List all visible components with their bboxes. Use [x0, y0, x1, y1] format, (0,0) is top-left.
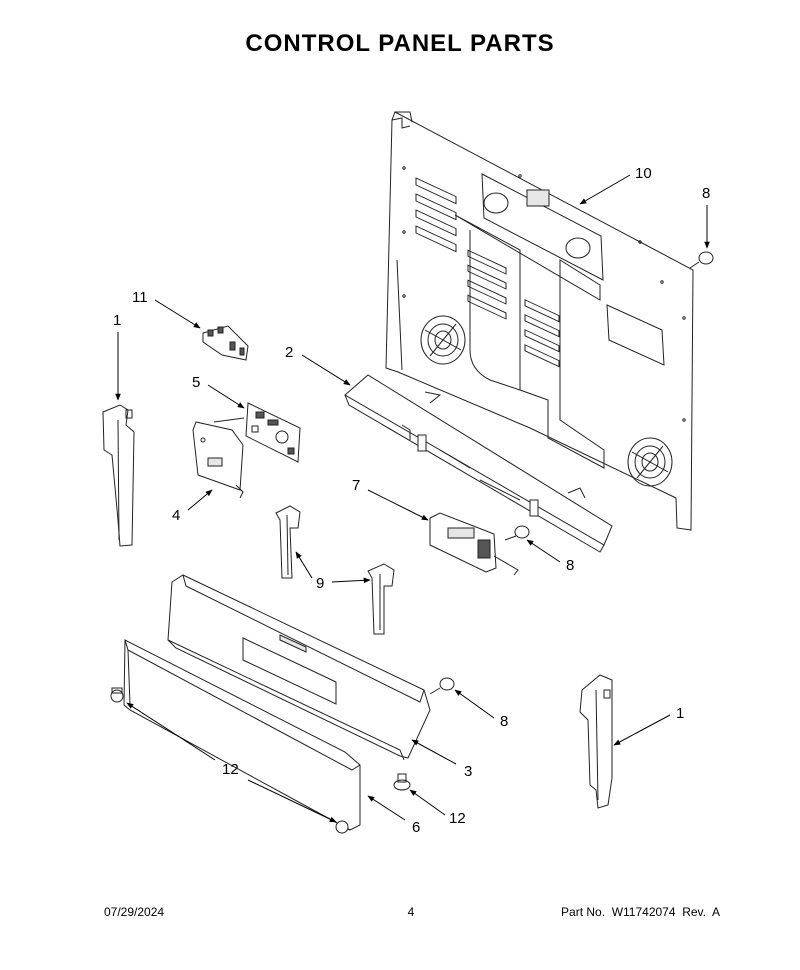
leader-5: [207, 384, 245, 409]
callout-8-middle: 8: [566, 557, 574, 574]
part-7-display-board: [429, 512, 519, 576]
footer-page-number: 4: [407, 905, 415, 919]
part-1-left-end-cap: [102, 404, 135, 547]
leader-6: [367, 795, 406, 821]
part-2-channel-bracket: [344, 374, 613, 553]
footer-part-number: Part No. W11742074 Rev. A: [561, 905, 720, 919]
callout-6: 6: [412, 819, 420, 836]
part-12-clip-center: [393, 773, 411, 791]
leader-10: [579, 174, 631, 205]
part-10-rear-panel: [385, 111, 694, 531]
leader-11: [154, 299, 201, 329]
callout-11: 11: [132, 289, 148, 306]
part-9-bracket-left: [275, 505, 301, 579]
callout-2: 2: [285, 344, 293, 361]
callout-9: 9: [316, 575, 324, 592]
part-9-bracket-right: [367, 563, 395, 635]
part-8-screw-lower: [429, 677, 455, 695]
part-11-terminal-block: [202, 325, 249, 361]
callout-8-lower: 8: [500, 713, 508, 730]
leader-2: [301, 354, 351, 386]
callout-8-upper: 8: [702, 185, 710, 202]
part-4-board-bracket: [192, 421, 244, 499]
part-6-front-trim: [123, 639, 361, 831]
callout-1-left: 1: [113, 312, 121, 329]
part-3-console-housing: [167, 574, 431, 761]
leader-8-lower: [454, 689, 495, 719]
callout-10: 10: [635, 165, 652, 182]
leader-9-right: [331, 577, 371, 584]
leader-9-left: [295, 551, 313, 579]
part-1-right-end-cap: [579, 674, 613, 809]
leader-1-right: [613, 714, 671, 746]
callout-1-right: 1: [676, 705, 684, 722]
leader-3: [411, 739, 457, 765]
leader-8-middle: [526, 539, 561, 563]
page-title: CONTROL PANEL PARTS: [245, 30, 555, 57]
leader-12-left: [126, 702, 216, 761]
leader-12-right: [247, 779, 337, 823]
leader-4: [187, 489, 213, 511]
callout-3: 3: [464, 763, 472, 780]
leader-7: [367, 489, 429, 521]
callout-5: 5: [192, 374, 200, 391]
part-8-screw-upper: [689, 251, 714, 269]
part-12-clip-right: [335, 820, 349, 834]
footer-date: 07/29/2024: [104, 905, 165, 919]
leader-12-center: [409, 789, 446, 816]
callout-4: 4: [172, 507, 180, 524]
callout-7: 7: [352, 477, 360, 494]
part-5-control-board: [213, 402, 301, 463]
callout-12-left: 12: [222, 761, 239, 778]
callout-12-center: 12: [449, 810, 466, 827]
part-8-screw-middle: [504, 525, 530, 541]
part-12-clip-left: [110, 687, 124, 703]
